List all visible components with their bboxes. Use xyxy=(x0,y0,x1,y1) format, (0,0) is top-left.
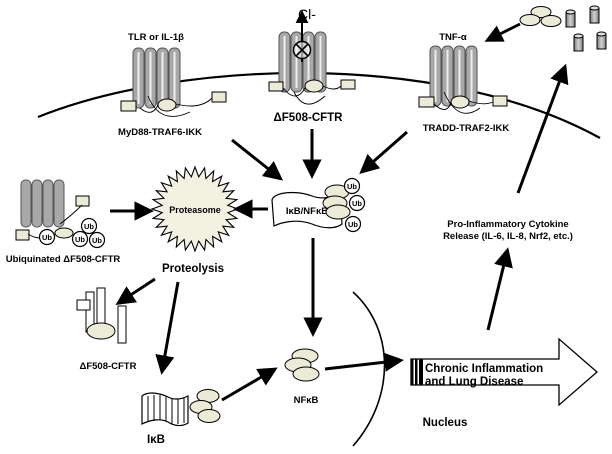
ubiquinated-cftr: Ub Ub Ub Ub xyxy=(15,179,106,249)
cftr-nbd-2 xyxy=(304,79,324,93)
traf6-adaptor xyxy=(157,98,177,112)
proteolysis-to-ikb-arrow xyxy=(155,281,180,375)
svg-text:Ub: Ub xyxy=(84,222,94,231)
cftr-r-domain xyxy=(340,79,356,90)
ub-tag: Ub xyxy=(88,231,106,249)
svg-text:Ub: Ub xyxy=(347,182,357,191)
cytokine-secretion-arrow xyxy=(516,63,569,194)
chronic-label-line2: and Lung Disease xyxy=(425,376,523,388)
tnf-secretion-arrow xyxy=(484,22,521,42)
ikb-nfkb-complex: IκB/NFκB Ub Ub Ub xyxy=(271,177,366,233)
nucleus-label: Nucleus xyxy=(423,417,468,429)
cytokine-label-line1: Pro-Inflammatory Cytokine xyxy=(447,219,568,230)
ikb-to-nfkb-arrow xyxy=(221,367,278,402)
secreted-cytokine-cluster xyxy=(519,6,562,27)
chronic-label-line1: Chronic Inflammation xyxy=(425,363,543,375)
free-ikb xyxy=(141,392,189,427)
nuclear-envelope xyxy=(352,291,386,447)
proteolysis-to-fragments-arrow xyxy=(115,277,156,305)
tlr-label: TLR or IL-1β xyxy=(128,32,184,43)
tradd-label: TRADD-TRAF2-IKK xyxy=(423,123,510,134)
svg-text:Ub: Ub xyxy=(92,236,102,245)
chloride-label: Cl- xyxy=(298,6,316,22)
proteolysis-label: Proteolysis xyxy=(162,263,224,275)
ub-tag: Ub xyxy=(343,177,361,195)
nfkb-to-nucleus-arrow xyxy=(324,352,404,372)
tnf-to-nfkb-arrow xyxy=(359,130,408,174)
nfkb-dimer xyxy=(284,348,320,382)
myd88-label: MyD88-TRAF6-IKK xyxy=(118,127,202,138)
ikk-adaptor xyxy=(211,91,227,103)
proteasome-label: Proteasome xyxy=(169,205,221,215)
cftr-nbd-1 xyxy=(268,81,284,92)
nucleus-to-cytokine-arrow xyxy=(486,247,513,331)
tnf-ikk-adaptor xyxy=(492,95,508,107)
ub-tag: Ub xyxy=(80,217,98,235)
ub-tag: Ub xyxy=(71,230,89,248)
tnf-label: TNF-α xyxy=(439,32,467,43)
traf2-adaptor xyxy=(450,95,470,109)
svg-text:Ub: Ub xyxy=(42,233,52,242)
nfkb-label: NFκB xyxy=(294,395,319,406)
tnf-receptor xyxy=(418,45,508,114)
cytokine-cylinders xyxy=(565,5,607,52)
svg-text:Ub: Ub xyxy=(348,220,358,229)
cftr-channel xyxy=(268,10,356,105)
tradd-adaptor xyxy=(418,96,435,108)
cftr-membrane-label: ΔF508-CFTR xyxy=(274,112,344,124)
ub-tag: Ub xyxy=(344,215,362,233)
released-nfkb xyxy=(189,389,221,423)
ub-tag: Ub xyxy=(348,194,366,212)
chronic-inflammation-arrow xyxy=(410,337,598,407)
ubiquinated-label: Ubiquinated ΔF508-CFTR xyxy=(6,254,121,265)
cftr-fragments-label: ΔF508-CFTR xyxy=(80,361,137,372)
ub-tag: Ub xyxy=(38,228,56,246)
cftr-fragments xyxy=(76,287,127,344)
ikb-nfkb-label: IκB/NFκB xyxy=(286,206,328,217)
cytokine-label-line2: Release (IL-6, IL-8, Nrf2, etc.) xyxy=(443,231,573,242)
svg-text:Ub: Ub xyxy=(352,199,362,208)
tlr-receptor xyxy=(120,47,227,117)
svg-text:Ub: Ub xyxy=(75,235,85,244)
ikb-label: IκB xyxy=(147,434,165,446)
myd88-adaptor xyxy=(120,100,137,112)
tlr-to-nfkb-arrow xyxy=(231,138,284,181)
